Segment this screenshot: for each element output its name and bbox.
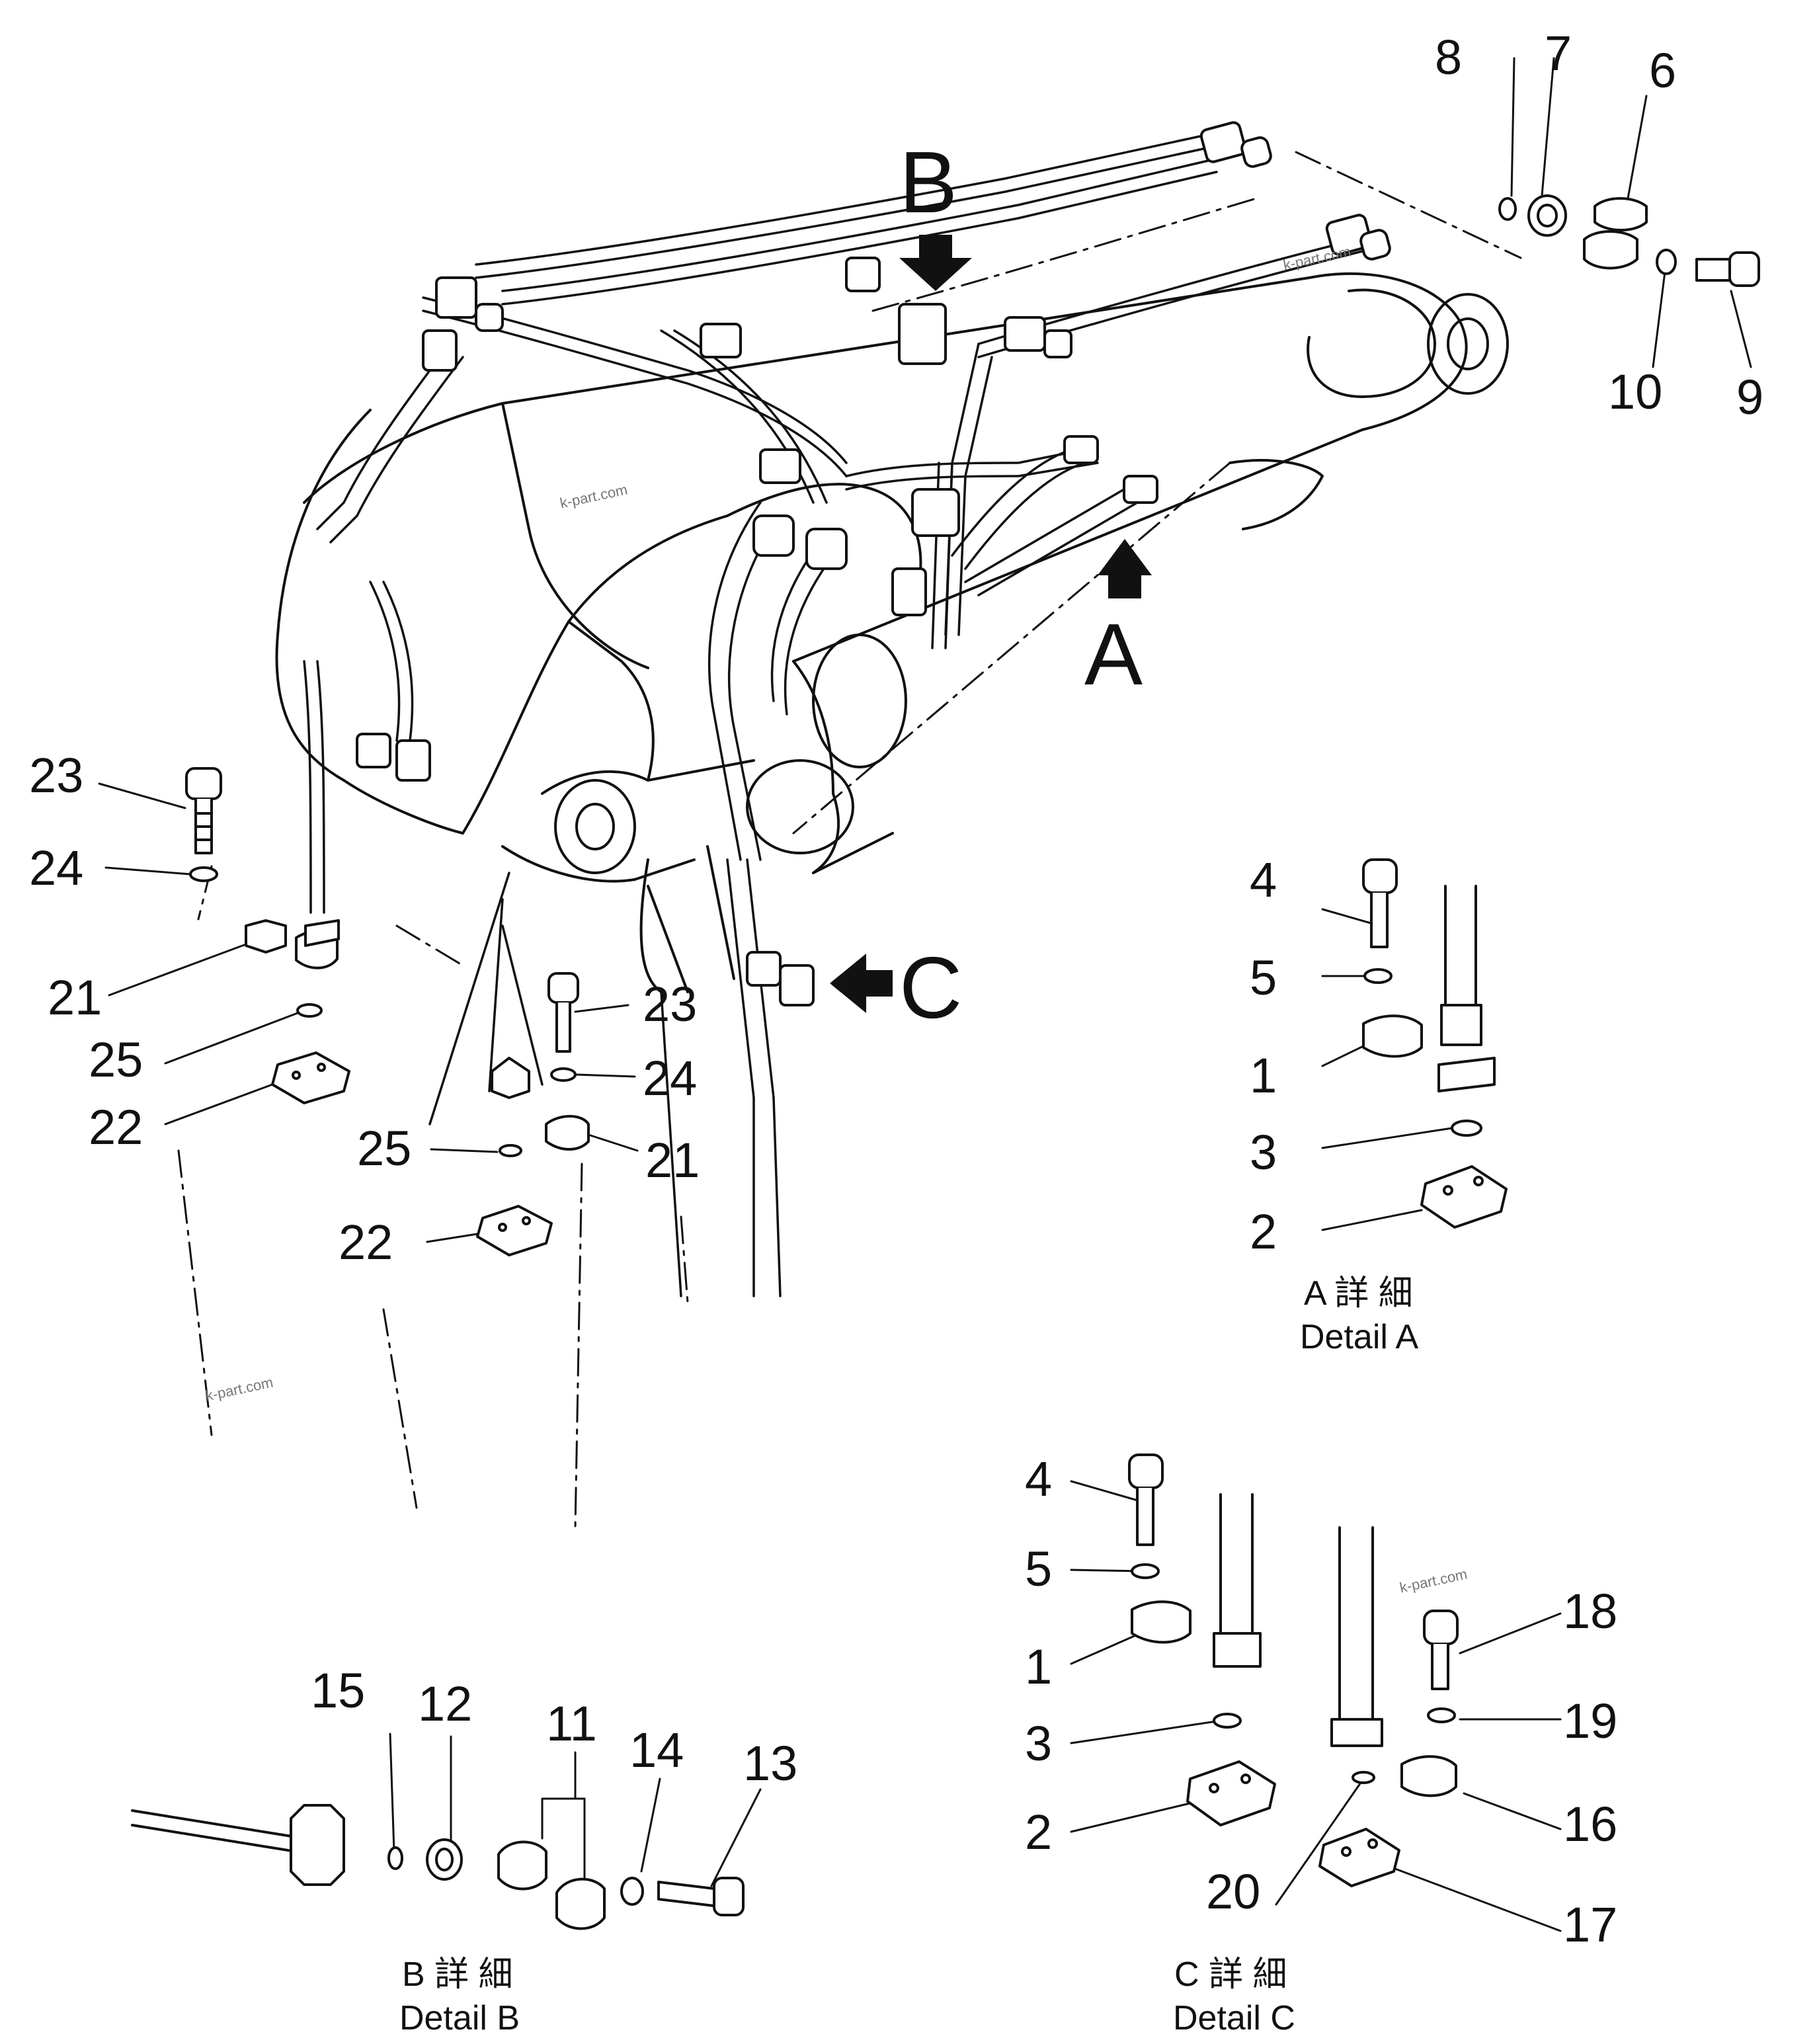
- callout-6: 6: [1649, 43, 1677, 98]
- detail-b-callout-13: 13: [743, 1736, 798, 1791]
- callout-21-upper: 21: [48, 970, 102, 1025]
- detail-c-callout-1: 1: [1025, 1639, 1053, 1694]
- callout-7: 7: [1545, 26, 1572, 81]
- view-letter-c: C: [899, 939, 963, 1036]
- detail-a-callout-3: 3: [1250, 1125, 1277, 1180]
- view-letter-b: B: [899, 134, 958, 231]
- callout-25-upper: 25: [89, 1032, 143, 1087]
- left-exploded-parts: [185, 767, 590, 1256]
- detail-c-parts: [1128, 1453, 1459, 1887]
- top-right-exploded-parts: [1498, 194, 1760, 287]
- detail-b-callout-12: 12: [418, 1676, 473, 1731]
- detail-b-callout-15: 15: [311, 1663, 366, 1718]
- leader-lines: [98, 57, 1752, 1932]
- view-arrows: [830, 235, 1152, 1013]
- detail-c-callout-2: 2: [1025, 1805, 1053, 1860]
- detail-a-callout-5: 5: [1250, 950, 1277, 1005]
- callout-22-upper: 22: [89, 1100, 143, 1155]
- boom-body: [275, 272, 1509, 993]
- detail-a-label-jp: A 詳 細: [1304, 1274, 1413, 1313]
- detail-c-callout-20: 20: [1206, 1864, 1261, 1919]
- detail-c-callout-18: 18: [1563, 1584, 1618, 1639]
- detail-a-label-en: Detail A: [1300, 1318, 1419, 1356]
- detail-b-parts: [131, 1804, 745, 1930]
- detail-a-callout-4: 4: [1250, 852, 1277, 907]
- detail-c-callout-17: 17: [1563, 1897, 1618, 1952]
- detail-b-label-en: Detail B: [399, 1999, 520, 2037]
- callout-23-upper: 23: [29, 748, 84, 803]
- detail-c-callout-19: 19: [1563, 1694, 1618, 1748]
- detail-c-label-en: Detail C: [1173, 1999, 1295, 2037]
- callout-9: 9: [1736, 370, 1764, 425]
- callout-10: 10: [1608, 364, 1663, 419]
- detail-b-callout-11: 11: [546, 1696, 597, 1751]
- detail-c-callout-5: 5: [1025, 1541, 1053, 1596]
- detail-a-callout-1: 1: [1250, 1048, 1277, 1103]
- detail-a-parts: [1362, 858, 1508, 1229]
- detail-c-callout-3: 3: [1025, 1716, 1053, 1771]
- arrow-a: [1098, 539, 1152, 598]
- pipe-clamp-blocks: [356, 121, 1391, 1006]
- callout-8: 8: [1435, 30, 1463, 85]
- detail-a-callout-2: 2: [1250, 1204, 1277, 1259]
- callout-22-lower: 22: [339, 1215, 393, 1270]
- callout-21-lower: 21: [645, 1133, 700, 1188]
- callout-23-lower: 23: [643, 977, 698, 1032]
- callout-25-lower: 25: [357, 1121, 412, 1176]
- arrow-b: [899, 235, 972, 291]
- arrow-c: [830, 954, 893, 1013]
- detail-c-callout-16: 16: [1563, 1797, 1618, 1852]
- detail-c-label-jp: C 詳 細: [1174, 1955, 1287, 1994]
- detail-b-label-jp: B 詳 細: [402, 1955, 513, 1994]
- detail-b-callout-14: 14: [629, 1723, 684, 1778]
- detail-c-callout-4: 4: [1025, 1451, 1053, 1506]
- view-letter-a: A: [1084, 606, 1143, 703]
- callout-24-lower: 24: [643, 1051, 698, 1106]
- callout-24-upper: 24: [29, 840, 84, 895]
